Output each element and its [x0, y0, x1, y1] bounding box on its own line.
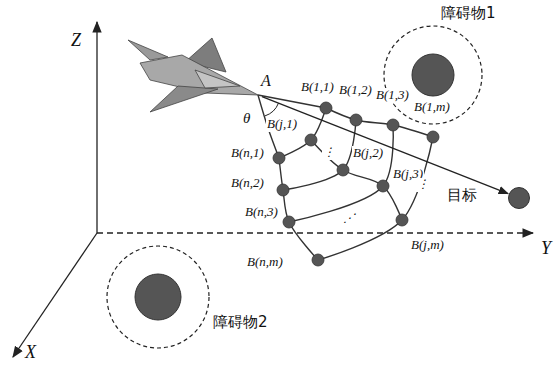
node-shape [508, 187, 530, 209]
point-label: B(j,1) [266, 117, 298, 132]
safety-ring [107, 246, 209, 348]
grid-point [283, 216, 295, 228]
point-label: B(n,1) [230, 146, 265, 161]
axis-label: Y [540, 238, 552, 259]
grid-line [258, 95, 326, 108]
point-label: B(n,m) [246, 255, 284, 270]
grid-point [350, 114, 362, 126]
point-label: B(n,3) [244, 205, 279, 220]
grid-point [273, 152, 285, 164]
point-label: B(n,2) [230, 176, 265, 191]
point-label: B(j,m) [410, 238, 445, 253]
obstacle-circle: 障碍物2 [106, 245, 210, 349]
grid-point [427, 131, 439, 143]
direction-arrow [262, 97, 508, 194]
grid-line [279, 158, 318, 260]
node-label: 障碍物1 [440, 5, 497, 22]
x-axis [13, 233, 97, 357]
point-label: B(1,2) [338, 83, 373, 98]
node-label: 障碍物2 [212, 314, 269, 331]
point-a: A [254, 91, 262, 99]
target-dot [509, 188, 530, 209]
y-axis [97, 232, 533, 233]
obstacle-core [135, 274, 181, 320]
node-label: A [260, 72, 272, 90]
angle-label: θ [242, 110, 251, 127]
grid-point [320, 102, 332, 114]
angle-arc [265, 103, 279, 116]
aircraft [128, 38, 258, 112]
z-axis [96, 22, 97, 233]
grid-point [312, 254, 324, 266]
node-label: 目标 [446, 187, 478, 204]
grid-point [305, 134, 317, 146]
node-shape [106, 245, 210, 349]
ellipsis-mark: ⋮ [416, 178, 430, 192]
axis-label: Z [70, 30, 82, 51]
point-label: B(1,m) [413, 100, 451, 115]
ellipsis-mark: ⋰ [342, 212, 356, 226]
obstacle-core [412, 54, 454, 96]
grid-point [387, 119, 399, 131]
grid-point [337, 164, 349, 176]
point-label: B(1,3) [375, 88, 410, 103]
grid-point [377, 180, 389, 192]
axis-label: X [24, 342, 37, 363]
node-shape [254, 91, 262, 99]
point-label: B(j,2) [352, 146, 384, 161]
grid-point [396, 214, 408, 226]
ellipsis-mark: ⋮ [322, 146, 336, 160]
safety-ring [384, 26, 482, 124]
point-label: B(1,1) [300, 80, 335, 95]
grid-line [279, 108, 326, 158]
target-circle: 目标 [508, 187, 530, 209]
grid-line [289, 125, 393, 222]
grid-point [277, 184, 289, 196]
